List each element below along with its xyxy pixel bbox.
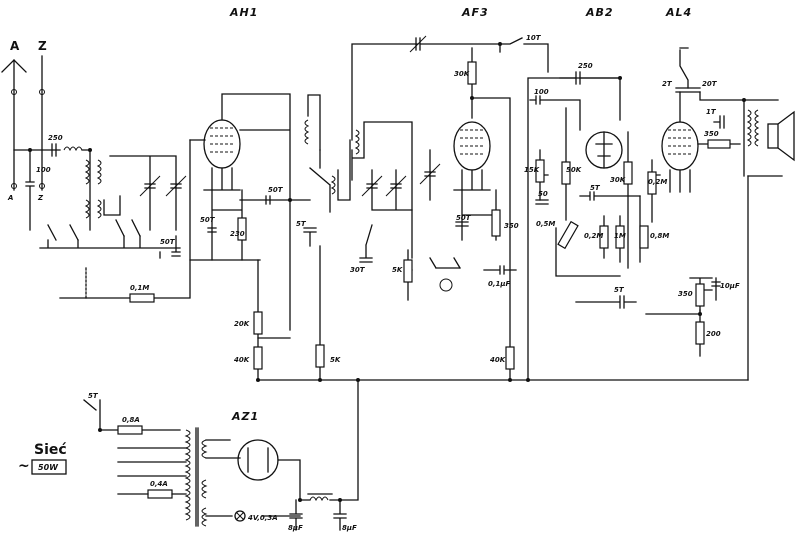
component-label-c50: 50 (538, 190, 548, 198)
component-label-r02m_b: 0,2M (648, 178, 667, 186)
component-label-c10t: 10T (526, 34, 542, 42)
component-label-r230: 230 (230, 230, 245, 238)
component-label-c50t_c: 50T (200, 216, 216, 224)
component-label-r350_c: 350 (678, 290, 693, 298)
component-label-c50t_a: 50T (160, 238, 176, 246)
component-label-c20t: 20T (702, 80, 718, 88)
component-label-c5t_b: 5T (590, 184, 601, 192)
component-label-r05m: 0,5M (536, 220, 555, 228)
if-transformer-1: 5T 5K (296, 94, 351, 381)
component-label-r1m: 1M (614, 232, 626, 240)
component-label-r350_a: 350 (504, 222, 519, 230)
component-label-c01uf: 0,1µF (488, 280, 511, 288)
component-label-r30k_b: 30K (610, 176, 626, 184)
component-label-fuse08: 0,8A (122, 416, 140, 424)
component-label-r02m: 0,2M (584, 232, 603, 240)
component-label-lamp: 4V,0,3A (248, 514, 278, 522)
power-supply: Sieć ~ 50W 5T 0,8A 0,4A 4V,0,3A 8µF 8µF (18, 379, 359, 532)
mains-power: 50W (38, 463, 59, 472)
tube-title-ab2: AB2 (585, 6, 614, 19)
component-label-c1t: 1T (706, 108, 717, 116)
component-label-c5t_d: 5T (88, 392, 99, 400)
component-label-c50t_d: 50T (456, 214, 472, 222)
junction-dots (28, 42, 746, 502)
component-label-fuse04: 0,4A (150, 480, 168, 488)
tube-title-al4: AL4 (665, 6, 692, 19)
mains-tilde: ~ (18, 458, 30, 474)
component-label-r01m: 0,1M (130, 284, 149, 292)
antenna-input: A Z A Z (1, 39, 47, 202)
component-label-c100b: 100 (534, 88, 549, 96)
antenna-label-z: Z (38, 39, 47, 53)
component-label-r5k_a: 5K (330, 356, 341, 364)
component-label-c250a: 250 (48, 134, 63, 142)
component-label-r40k_b: 40K (490, 356, 506, 364)
component-label-r15k: 15K (524, 166, 540, 174)
component-label-c2t: 2T (662, 80, 673, 88)
component-label-r20k: 20K (234, 320, 250, 328)
component-label-r5k_b: 5K (392, 266, 403, 274)
component-label-r08m: 0,8M (650, 232, 669, 240)
component-label-c250b: 250 (578, 62, 593, 70)
output-speaker (743, 99, 795, 381)
component-label-c5t_c: 5T (614, 286, 625, 294)
component-label-c5t_a: 5T (296, 220, 307, 228)
tube-title-ah1: AH1 (229, 6, 258, 19)
component-label-c8uf_a: 8µF (288, 524, 303, 532)
component-label-c100a: 100 (36, 166, 51, 174)
svg-text:Z: Z (37, 194, 44, 202)
tube-al4: 2T 20T 1T 350 0,2M 350 10µF 200 (645, 47, 745, 357)
component-label-c10uf: 10µF (720, 282, 740, 290)
component-label-r50k: 50K (566, 166, 582, 174)
tube-title-az1: AZ1 (231, 410, 259, 423)
svg-text:A: A (7, 194, 13, 202)
antenna-label-a: A (10, 39, 20, 53)
component-label-r30k: 30K (454, 70, 470, 78)
b-plus-divider: 20K 40K (234, 259, 749, 381)
tube-af3: 10T 30K 30T 5K 50T 350 0,1µF 40K (350, 34, 549, 381)
component-label-r350_b: 350 (704, 130, 719, 138)
component-label-c50t_b: 50T (268, 186, 284, 194)
component-label-c8uf_b: 8µF (342, 524, 357, 532)
component-label-c30t: 30T (350, 266, 366, 274)
component-label-r40k_a: 40K (234, 356, 250, 364)
tube-ah1: 50T 50T 230 (189, 93, 311, 331)
mains-title: Sieć (34, 442, 67, 458)
component-label-r200: 200 (706, 330, 721, 338)
tube-ab2: 250 100 15K 50 50K 30K 5T 0,5M 0,2M 1M 0… (524, 62, 669, 381)
tube-title-af3: AF3 (461, 6, 489, 19)
